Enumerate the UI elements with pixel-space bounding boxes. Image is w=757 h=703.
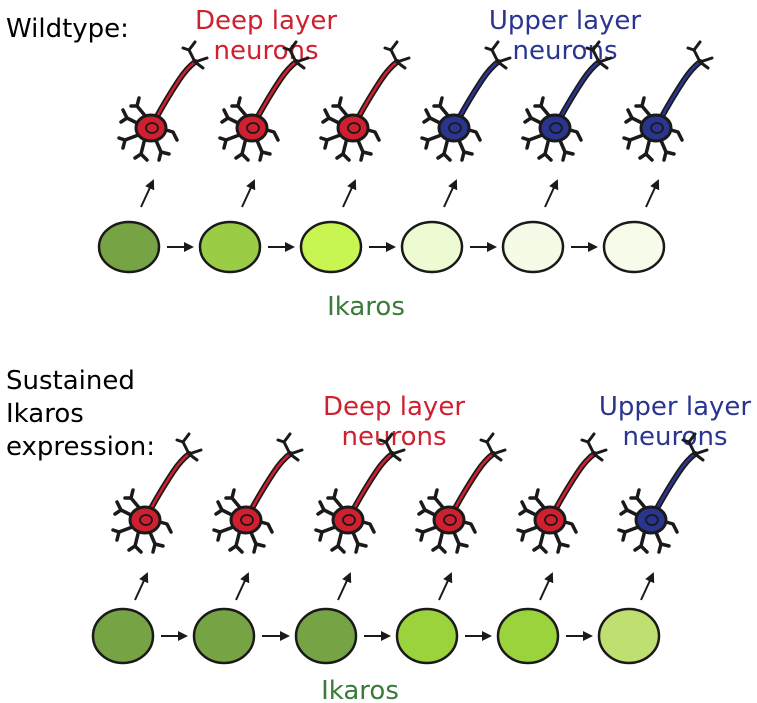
progenitor-cell xyxy=(602,220,666,274)
upper-layer-neuron xyxy=(617,432,709,554)
differentiation-arrow xyxy=(337,572,352,601)
upper-layer-neuron xyxy=(521,40,613,162)
differentiation-arrow xyxy=(438,572,453,601)
differentiation-arrow xyxy=(539,572,554,601)
progenitor-cell xyxy=(299,220,363,274)
differentiation-arrow xyxy=(645,179,660,208)
differentiation-arrow xyxy=(443,179,458,208)
deep-layer-neuron xyxy=(415,432,507,554)
progenitor-cell xyxy=(97,220,161,274)
progenitor-cell xyxy=(496,607,560,665)
differentiation-arrow xyxy=(544,179,559,208)
deep-layer-neuron xyxy=(218,40,310,162)
deep-layer-neuron xyxy=(111,432,203,554)
progenitor-cell xyxy=(91,607,155,665)
sustained-title: Sustained Ikaros expression: xyxy=(6,366,156,462)
differentiation-arrow xyxy=(235,572,250,601)
differentiation-arrow xyxy=(140,179,155,208)
progenitor-cell xyxy=(501,220,565,274)
differentiation-arrow xyxy=(241,179,256,208)
differentiation-arrow xyxy=(134,572,149,601)
deep-layer-neuron xyxy=(314,432,406,554)
differentiation-arrow xyxy=(640,572,655,601)
upper-layer-neuron xyxy=(622,40,714,162)
progenitor-cell xyxy=(294,607,358,665)
deep-layer-neuron xyxy=(212,432,304,554)
sustained-ikaros-label: Ikaros xyxy=(321,676,399,703)
progenitor-cell xyxy=(400,220,464,274)
deep-layer-neuron xyxy=(117,40,209,162)
deep-layer-neuron xyxy=(319,40,411,162)
progenitor-cell xyxy=(198,220,262,274)
sustained-upper-layer-label: Upper layer neurons xyxy=(598,392,752,452)
sustained-deep-layer-label: Deep layer neurons xyxy=(322,392,466,452)
deep-layer-neuron xyxy=(516,432,608,554)
differentiation-arrow xyxy=(342,179,357,208)
wildtype-title: Wildtype: xyxy=(6,14,129,44)
progenitor-cell xyxy=(597,607,661,665)
progenitor-cell xyxy=(395,607,459,665)
progenitor-cell xyxy=(192,607,256,665)
wildtype-ikaros-label: Ikaros xyxy=(327,292,405,322)
upper-layer-neuron xyxy=(420,40,512,162)
